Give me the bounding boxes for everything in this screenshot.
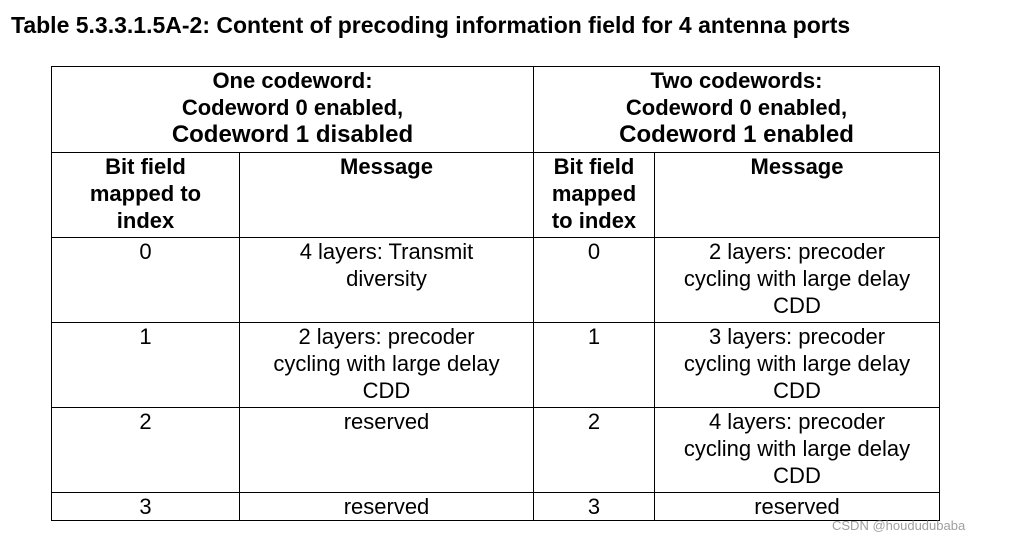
- table-row: 2 reserved 2 4 layers: precoder cycling …: [51, 407, 941, 493]
- message-cell: 2 layers: precoder cycling with large de…: [239, 322, 534, 408]
- message-cell: 4 layers: precoder cycling with large de…: [653, 407, 941, 493]
- group-header-line: Two codewords:: [650, 68, 823, 93]
- group-header-two-codewords: Two codewords: Codeword 0 enabled, Codew…: [532, 66, 941, 153]
- message-cell: reserved: [653, 492, 941, 521]
- message-cell: 4 layers: Transmit diversity: [239, 237, 534, 323]
- column-header-message: Message: [653, 152, 941, 238]
- precoding-info-table: One codeword: Codeword 0 enabled, Codewo…: [51, 66, 941, 521]
- message-cell: 2 layers: precoder cycling with large de…: [653, 237, 941, 323]
- group-header-line: Codeword 1 disabled: [171, 121, 414, 148]
- message-cell: reserved: [239, 407, 534, 493]
- group-header-line: One codeword:: [212, 68, 373, 93]
- bit-field-cell: 0: [51, 237, 240, 323]
- table-row: 0 4 layers: Transmit diversity 0 2 layer…: [51, 237, 941, 323]
- column-header-bit-field: Bit field mapped to index: [51, 152, 240, 238]
- message-cell: 3 layers: precoder cycling with large de…: [653, 322, 941, 408]
- group-header-line: Codeword 0 enabled,: [625, 95, 848, 120]
- group-header-line: Codeword 1 enabled: [619, 121, 854, 148]
- bit-field-cell: 0: [533, 237, 655, 323]
- column-header-bit-field: Bit field mapped to index: [533, 152, 655, 238]
- bit-field-cell: 2: [51, 407, 240, 493]
- bit-field-cell: 1: [51, 322, 240, 408]
- column-header-row: Bit field mapped to index Message Bit fi…: [51, 152, 941, 238]
- group-header-row: One codeword: Codeword 0 enabled, Codewo…: [51, 66, 941, 153]
- table-row: 3 reserved 3 reserved: [51, 492, 941, 521]
- bit-field-cell: 3: [533, 492, 655, 521]
- group-header-line: Codeword 0 enabled,: [181, 95, 404, 120]
- bit-field-cell: 1: [533, 322, 655, 408]
- bit-field-cell: 3: [51, 492, 240, 521]
- table-row: 1 2 layers: precoder cycling with large …: [51, 322, 941, 408]
- group-header-one-codeword: One codeword: Codeword 0 enabled, Codewo…: [51, 66, 534, 153]
- bit-field-cell: 2: [533, 407, 655, 493]
- column-header-message: Message: [239, 152, 534, 238]
- table-caption: Table 5.3.3.1.5A-2: Content of precoding…: [11, 12, 851, 38]
- message-cell: reserved: [239, 492, 534, 521]
- watermark: CSDN @hoududubaba: [832, 518, 966, 533]
